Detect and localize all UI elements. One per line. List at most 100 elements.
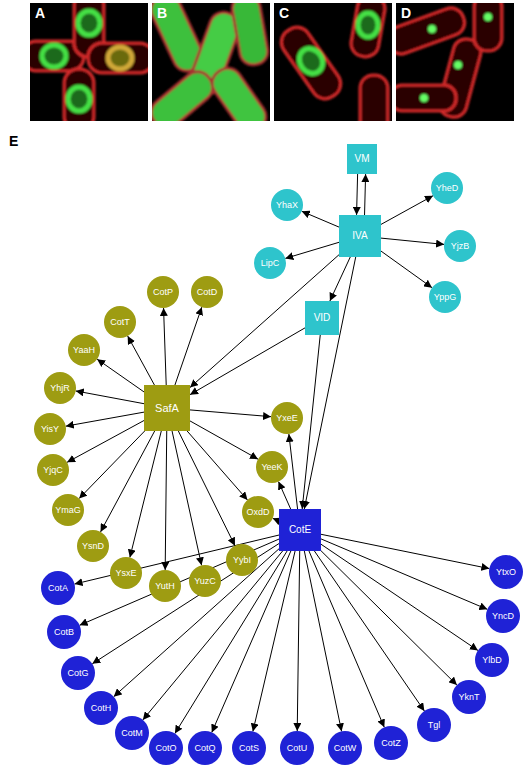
node-label: CotZ [381,739,401,748]
circle-fill [188,731,222,765]
hub-square: VM [347,144,377,174]
node-label: CotS [239,744,259,753]
protein-circle: YppG [429,281,461,313]
node-label: YhjR [50,384,70,393]
arrow-connector [128,336,155,385]
protein-circle: YmaG [52,494,84,526]
arrow-connector [278,482,290,509]
node-label: YtxO [496,568,516,577]
panel-letter: E [9,134,18,148]
spore-ring [108,47,132,69]
arrow-connector [297,551,299,731]
protein-circle: CotO [149,731,183,765]
node-label: YhaX [276,201,298,210]
arrow-connector [190,328,305,395]
node-label: CotE [289,525,311,535]
node-label: OxdD [246,508,269,517]
cell-outline [64,69,94,130]
cell-filled [230,0,270,67]
protein-circle: YheD [431,172,463,204]
spore-dot [420,94,428,102]
arrow-connector [309,551,384,727]
spore-ring [78,11,100,35]
node-label: CotU [287,744,308,753]
node-label: YisY [41,425,59,434]
circle-fill [44,372,76,404]
node-label: CotB [54,628,74,637]
spore-ring [295,44,328,78]
arrow-connector [304,551,341,731]
protein-circle: CotU [280,731,314,765]
cell-outline [390,85,456,111]
panel-letter: D [401,6,411,20]
node-label: YxeE [276,414,298,423]
node-label: YaaH [73,346,95,355]
node-label: YknT [458,693,479,702]
arrow-connector [381,238,444,244]
panel-letter: C [279,6,289,20]
circle-fill [271,189,303,221]
protein-circle: YutH [149,570,181,602]
circle-fill [37,454,69,486]
circle-fill [61,656,95,690]
protein-circle: YncD [486,599,520,633]
node-label: Tgl [428,721,441,730]
cell-filled [146,66,219,130]
arrow-connector [190,410,271,417]
protein-circle: YeeK [256,451,288,483]
circle-fill [374,726,408,760]
cell-outline [360,75,388,130]
cell-group [276,0,388,130]
node-label: CotP [153,288,173,297]
arrow-connector [321,539,487,609]
protein-circle: YxeE [271,402,303,434]
arrow-connector [302,211,339,227]
circle-fill [52,494,84,526]
node-label: YlbD [482,656,502,665]
micrograph-c [274,0,392,130]
circle-fill [486,599,520,633]
circle-fill [417,708,451,742]
protein-circle: CotQ [188,731,222,765]
node-label: YmaG [55,506,81,515]
cell-outline [349,0,387,59]
node-label: YeeK [261,463,282,472]
protein-circle: CotW [328,731,362,765]
panel-letter: B [157,6,167,20]
cell-group [384,0,502,120]
arrow-connector [130,431,161,557]
circle-fill [68,334,100,366]
arrow-connector [330,257,350,301]
node-label: YybI [233,556,251,565]
spore-ring [358,13,378,37]
node-label: YutH [155,582,175,591]
protein-circle: YhaX [271,189,303,221]
spore-dot [428,25,436,33]
circle-fill [110,557,142,589]
circle-fill [191,276,223,308]
arrow-connector [253,551,295,731]
arrow-connector [175,551,287,734]
micrograph-d [384,0,514,121]
hub-square: SafA [144,385,190,431]
circle-fill [242,496,274,528]
protein-circle: YlbD [475,643,509,677]
node-label: YjzB [451,242,470,251]
circle-fill [189,565,221,597]
protein-circle: YybI [226,544,258,576]
node-label: CotT [110,318,130,327]
protein-circle: YsxE [110,557,142,589]
circle-fill [444,230,476,262]
cell-group [146,0,272,130]
arrow-connector [175,307,202,385]
node-label: CotA [48,584,68,593]
circle-fill [271,402,303,434]
circle-fill [104,306,136,338]
node-label: CotG [67,669,88,678]
protein-circle: YisY [34,413,66,445]
arrow-connector [314,551,424,711]
arrow-connector [321,544,478,650]
protein-circle: CotP [147,276,179,308]
node-label: VID [314,313,331,323]
